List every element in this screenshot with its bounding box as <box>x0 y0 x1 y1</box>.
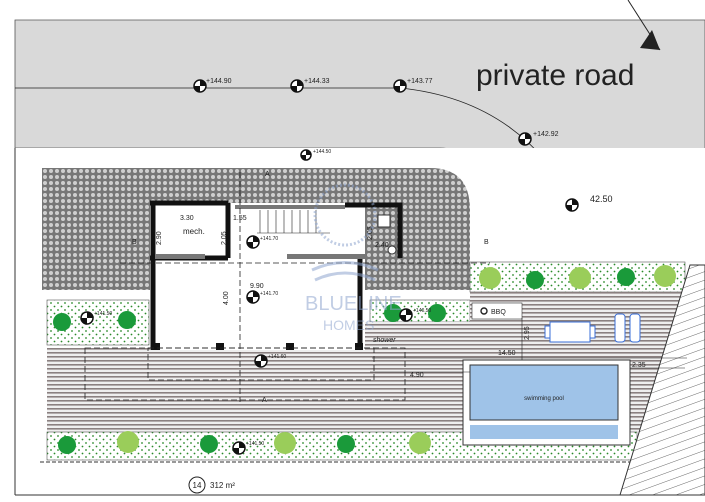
palm-icon <box>53 313 71 331</box>
shrub-icon <box>479 267 501 289</box>
shrub-icon <box>117 431 139 453</box>
swimming-pool: swimming pool <box>462 359 631 446</box>
watermark-logo: BLUELINE HOMES <box>305 183 402 333</box>
svg-text:HOMES: HOMES <box>323 317 374 333</box>
level-marker: +144.90 <box>193 78 232 93</box>
dim-pool-side: 2.35 <box>632 362 646 369</box>
svg-text:+141.50: +141.50 <box>94 311 112 317</box>
level-marker: +142.92 <box>518 131 559 146</box>
section-mark-b: B <box>484 239 489 246</box>
level-marker: +141.50 <box>232 441 264 455</box>
dim-wall-depth: 2.05 <box>221 231 228 245</box>
svg-text:+141.60: +141.60 <box>268 354 286 360</box>
section-mark-a: A <box>262 397 267 404</box>
road-label: private road <box>476 59 634 92</box>
dim-stair-gap: 1.55 <box>233 215 247 222</box>
svg-text:+144.50: +144.50 <box>313 149 331 155</box>
level-marker: +144.33 <box>290 78 330 93</box>
plot-area: 312 m² <box>210 481 235 490</box>
level-marker: +143.77 <box>393 78 433 93</box>
svg-text:+144.90: +144.90 <box>206 78 232 85</box>
toilet-icon <box>387 245 397 255</box>
svg-text:BLUELINE: BLUELINE <box>305 293 402 315</box>
dim-pool-offset: 4.90 <box>410 372 424 379</box>
level-marker: +140.50 <box>399 308 431 322</box>
level-marker: +144.50 <box>300 149 331 161</box>
level-markers: +144.90 +144.33 +143.77 +142.92 42.50 +1… <box>80 78 613 455</box>
shrub-icon <box>274 432 296 454</box>
north-arrow-icon <box>627 0 661 51</box>
dim-bbq-gap: 2.95 <box>524 326 531 340</box>
dim-mech-depth: 2.90 <box>156 231 163 245</box>
palm-icon <box>384 304 402 322</box>
sun-loungers-icon <box>614 313 641 343</box>
section-mark-b-left: B <box>132 239 137 246</box>
svg-text:+141.70: +141.70 <box>260 236 278 242</box>
palm-icon <box>428 304 446 322</box>
dim-house-width: 9.90 <box>250 283 264 290</box>
level-marker: 42.50 <box>565 194 613 212</box>
dim-bath-width: 2.40 <box>375 242 389 249</box>
plants <box>53 265 676 454</box>
palm-icon <box>118 311 136 329</box>
svg-text:BBQ: BBQ <box>491 309 506 316</box>
level-marker: +141.50 <box>80 311 112 325</box>
dim-house-depth: 4.00 <box>223 291 230 305</box>
level-marker: +141.70 <box>246 290 278 304</box>
house: mech. shower <box>150 200 403 350</box>
shrub-icon <box>569 267 591 289</box>
svg-text:+144.33: +144.33 <box>304 78 330 85</box>
level-marker: +141.60 <box>254 354 286 368</box>
sink-icon <box>377 214 391 228</box>
svg-text:+140.50: +140.50 <box>413 308 431 314</box>
plot-label: 14 312 m² <box>188 476 235 494</box>
dining-table-icon <box>544 321 596 343</box>
room-label-mech: mech. <box>183 227 205 236</box>
svg-text:42.50: 42.50 <box>590 194 613 204</box>
dim-bath-depth: 2.05 <box>367 226 374 240</box>
shrub-icon <box>409 432 431 454</box>
slope-hatch <box>619 264 705 496</box>
svg-text:+142.92: +142.92 <box>533 131 559 138</box>
section-mark-a-top: A <box>265 171 270 178</box>
pool-label: swimming pool <box>524 396 564 402</box>
shrub-icon <box>654 265 676 287</box>
plot-number: 14 <box>193 481 202 490</box>
palm-icon <box>617 268 635 286</box>
palm-icon <box>526 271 544 289</box>
svg-text:+141.50: +141.50 <box>246 441 264 447</box>
palm-icon <box>58 436 76 454</box>
section-lines <box>84 172 490 402</box>
palm-icon <box>337 435 355 453</box>
bbq: BBQ <box>471 302 523 320</box>
palm-icon <box>200 435 218 453</box>
dim-terrace-length: 14.50 <box>498 350 516 357</box>
room-label-shower: shower <box>373 337 396 344</box>
level-marker: +141.70 <box>246 235 278 249</box>
bbq-icon <box>480 307 488 315</box>
dim-mech-width: 3.30 <box>180 215 194 222</box>
svg-text:+143.77: +143.77 <box>407 78 433 85</box>
svg-text:+141.70: +141.70 <box>260 291 278 297</box>
